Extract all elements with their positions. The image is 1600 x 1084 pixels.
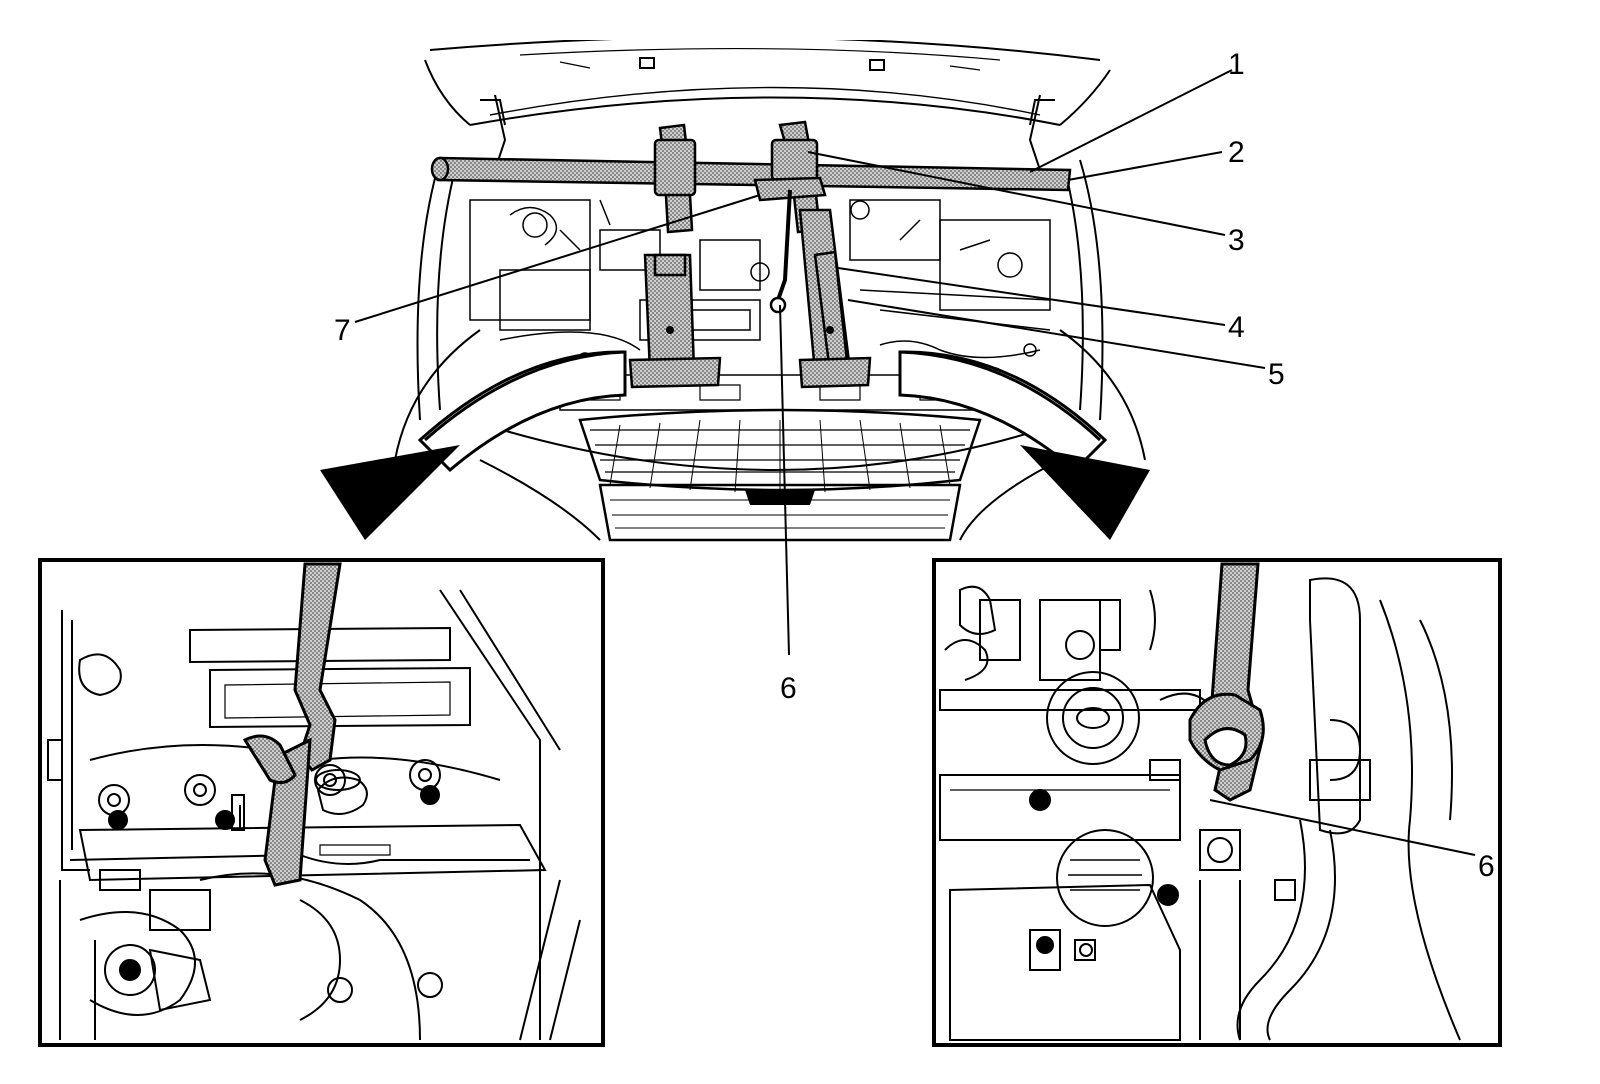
callout-7: 7 [334, 314, 351, 347]
engine-support-fixture [430, 120, 1072, 389]
callout-6: 6 [780, 672, 797, 705]
left-inset-hook [242, 562, 342, 887]
open-hood [424, 40, 1111, 126]
arrow-to-left-inset [320, 350, 627, 540]
engine-bay [469, 199, 1051, 383]
center-plate [753, 176, 827, 202]
arrow-to-right-inset [898, 350, 1150, 540]
right-inset-hook [1188, 562, 1265, 802]
callout-1: 1 [1228, 48, 1245, 81]
callout-4: 4 [1228, 311, 1245, 344]
grille [559, 374, 991, 542]
callout-5: 5 [1268, 358, 1285, 391]
callout-6-inset: 6 [1478, 850, 1495, 883]
lift-chain [776, 189, 792, 301]
inset-right-detail [939, 577, 1461, 1041]
right-foot [798, 356, 872, 389]
callout-3: 3 [1228, 224, 1245, 257]
body-outline [416, 159, 1104, 541]
hood-hinges [480, 94, 1055, 171]
inset-left-detail [47, 589, 581, 1041]
left-foot [628, 356, 722, 389]
vehicle-front-view [394, 40, 1146, 542]
leader-lines [354, 69, 1266, 656]
callout-2: 2 [1228, 136, 1245, 169]
